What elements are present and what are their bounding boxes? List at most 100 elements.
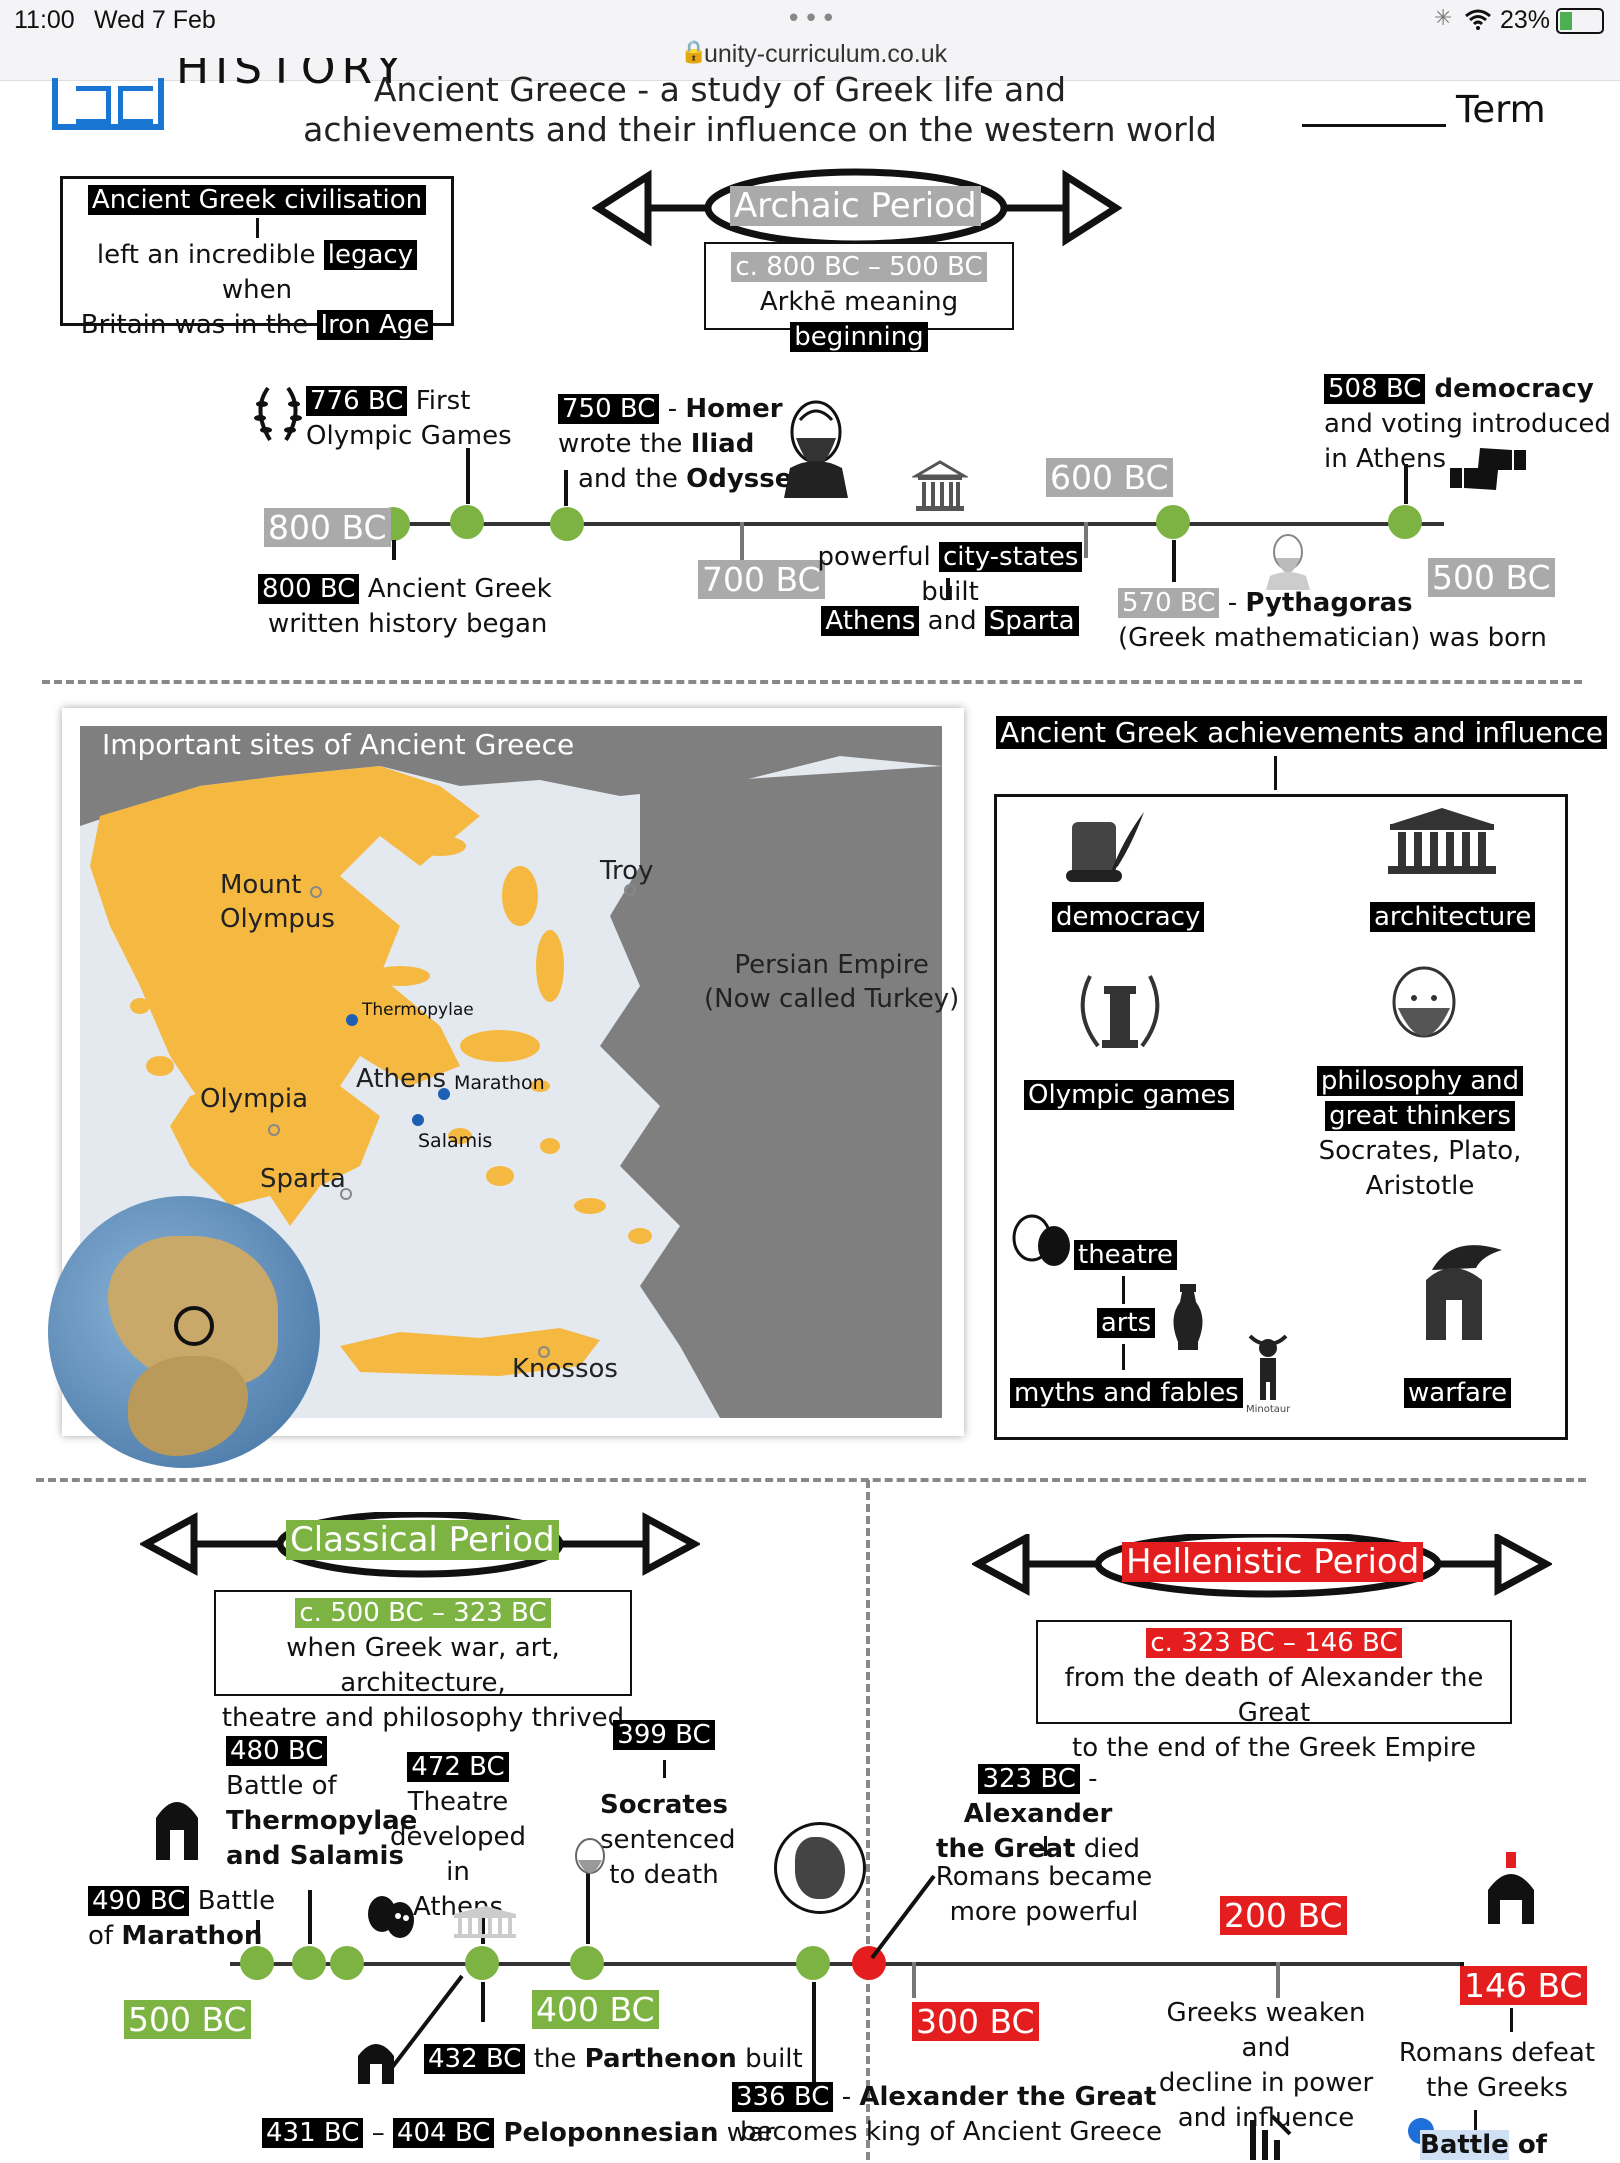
- tick-300bc: 300 BC: [912, 2002, 1039, 2041]
- tick-800bc: 800 BC: [264, 508, 391, 547]
- roman-helmet-icon: [1488, 1852, 1534, 1924]
- label-troy: Troy: [600, 856, 654, 886]
- tick-700bc: 700 BC: [698, 560, 825, 599]
- romans-defeat: Romans defeat the Greeks: [1398, 2038, 1596, 2103]
- athens-sparta: Athens and Sparta: [820, 604, 1080, 639]
- timeline-archaic-line: [386, 522, 1444, 526]
- event-399: 399 BC Socrates sentenced to death: [600, 1720, 736, 1890]
- event-431-404: 431 BC – 404 BC Peloponnesian war: [262, 2116, 775, 2151]
- marker-thermopylae: [346, 1014, 358, 1026]
- event-776: 776 BC First Olympic Games: [306, 386, 512, 451]
- greek-vase-icon: [1173, 1284, 1203, 1350]
- event-490: 490 BC Battle of Marathon: [88, 1886, 276, 1951]
- hellenistic-box: c. 323 BC – 146 BC from the death of Ale…: [1036, 1620, 1512, 1763]
- city-states-event: powerful city-states built: [800, 540, 1100, 610]
- logo-text: HISTORY: [176, 58, 409, 94]
- marker-sparta: [340, 1188, 352, 1200]
- architecture-temple-icon: [1388, 808, 1496, 874]
- map-title: Important sites of Ancient Greece: [102, 728, 575, 761]
- event-dot-508[interactable]: [1388, 505, 1422, 539]
- achievement-olympic: Olympic games: [1024, 1078, 1234, 1113]
- term-blank-line: [1302, 124, 1446, 127]
- achievement-myths: myths and fables: [1010, 1376, 1243, 1411]
- status-bar: 11:00 Wed 7 Feb ••• 🔒 unity-curriculum.c…: [0, 0, 1620, 81]
- laurel-wreath-icon: [254, 386, 302, 442]
- decline-chart-icon: [1250, 2114, 1292, 2160]
- event-dot-336[interactable]: [796, 1946, 830, 1980]
- minotaur-caption: Minotaur: [1246, 1404, 1291, 1415]
- page-title-line1: Ancient Greece - a study of Greek life a…: [373, 70, 1067, 109]
- homer-bust-icon: [784, 400, 848, 498]
- spartan-helmet-icon: [1426, 1245, 1502, 1340]
- achievements-title: Ancient Greek achievements and influence: [996, 716, 1607, 749]
- tick-500bc: 500 BC: [1428, 558, 1555, 597]
- event-dot-472[interactable]: [330, 1946, 364, 1980]
- achievement-theatre: theatre: [1074, 1238, 1177, 1273]
- wifi-icon: [1465, 9, 1491, 30]
- tick-500bc-classical: 500 BC: [124, 2000, 251, 2039]
- marker-troy: [624, 884, 636, 896]
- battery-percent: 23%: [1500, 6, 1551, 34]
- greeks-weaken: Greeks weaken and decline in power and i…: [1158, 1998, 1374, 2133]
- timeline-hellenistic-line: [866, 1962, 1460, 1966]
- label-persian: Persian Empire(Now called Turkey): [704, 950, 960, 1014]
- globe-icon: [48, 1196, 320, 1468]
- label-knossos: Knossos: [512, 1354, 618, 1384]
- scroll-quill-icon: [1066, 812, 1144, 882]
- tick-200bc: 200 BC: [1220, 1896, 1347, 1935]
- activity-icon: ✳: [1434, 6, 1453, 31]
- achievement-warfare: warfare: [1404, 1376, 1512, 1411]
- event-dot-776[interactable]: [450, 505, 484, 539]
- achievement-democracy: democracy: [1052, 900, 1205, 935]
- tick-146bc: 146 BC: [1460, 1966, 1587, 2005]
- achievement-architecture: architecture: [1370, 900, 1536, 935]
- event-dot-750[interactable]: [550, 507, 584, 541]
- philosopher-bust-icon: [1392, 966, 1456, 1038]
- label-athens: Athens: [356, 1064, 447, 1094]
- label-sparta: Sparta: [260, 1164, 346, 1194]
- minotaur-icon: [1248, 1334, 1288, 1400]
- socrates-bust-icon: [575, 1838, 605, 1874]
- event-336: 336 BC - Alexander the Great becomes kin…: [732, 2080, 1162, 2150]
- timeline-classical-line: [230, 1962, 866, 1966]
- label-thermopylae: Thermopylae: [362, 1000, 474, 1020]
- term-label: Term: [1456, 88, 1546, 131]
- page-title-line2: achievements and their influence on the …: [303, 110, 1217, 149]
- status-time: 11:00: [14, 6, 75, 34]
- event-432: 432 BC the Parthenon built: [424, 2042, 803, 2077]
- greek-temple-icon: [912, 460, 968, 511]
- section-divider: [42, 680, 1582, 684]
- civ-title: Ancient Greek civilisation: [87, 185, 427, 215]
- label-marathon: Marathon: [454, 1072, 545, 1094]
- helmet-icon: [156, 1802, 198, 1860]
- label-salamis: Salamis: [418, 1130, 493, 1152]
- hellenistic-title: Hellenistic Period: [1122, 1542, 1424, 1582]
- more-dots-icon[interactable]: •••: [786, 4, 839, 34]
- event-dot-480[interactable]: [292, 1946, 326, 1980]
- greece-map: [80, 726, 942, 1418]
- tick-600bc: 600 BC: [1046, 458, 1173, 497]
- event-dot-432[interactable]: [465, 1946, 499, 1980]
- status-date: Wed 7 Feb: [94, 6, 216, 34]
- archaic-title: Archaic Period: [730, 186, 981, 226]
- event-323: 323 BC - Alexander the Great died: [936, 1764, 1140, 1864]
- marker-marathon: [438, 1088, 450, 1100]
- url-bar[interactable]: unity-curriculum.co.uk: [704, 40, 948, 68]
- event-dot-323[interactable]: [852, 1946, 886, 1980]
- theatre-masks-small-icon: [368, 1896, 414, 1938]
- tick-400bc: 400 BC: [532, 1990, 659, 2029]
- event-dot-399[interactable]: [570, 1946, 604, 1980]
- thumbs-vote-icon: [1450, 448, 1526, 490]
- parthenon-icon: [454, 1906, 516, 1938]
- event-dot-490[interactable]: [240, 1946, 274, 1980]
- section-divider-2: [36, 1478, 1586, 1482]
- classical-box: c. 500 BC – 323 BC when Greek war, art, …: [214, 1590, 632, 1733]
- event-dot-570[interactable]: [1156, 505, 1190, 539]
- pythagoras-bust-icon: [1266, 534, 1310, 590]
- olympic-column-icon: [1080, 975, 1160, 1048]
- event-508: 508 BC democracy and voting introduced i…: [1324, 374, 1611, 474]
- marker-olympia: [268, 1124, 280, 1136]
- archaic-box: c. 800 BC – 500 BC Arkhē meaning beginni…: [704, 242, 1014, 352]
